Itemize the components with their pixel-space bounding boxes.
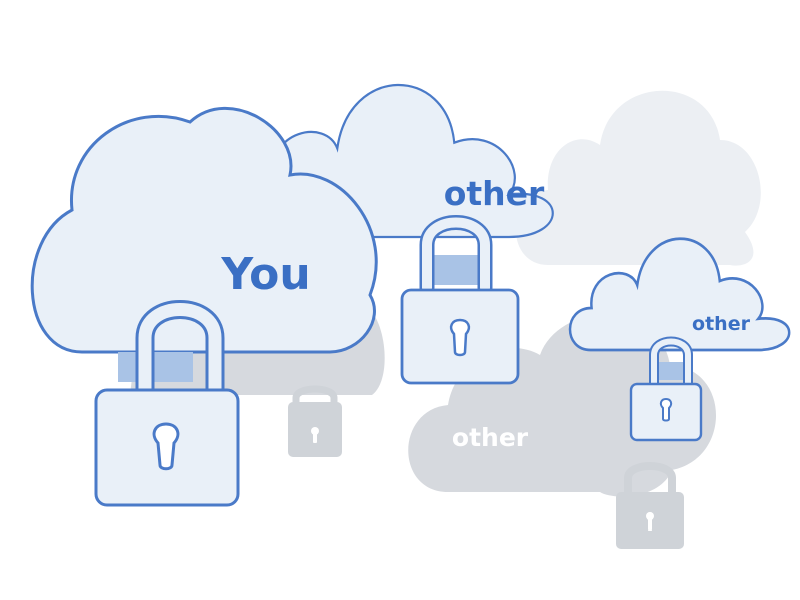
right-cloud-group: other — [568, 237, 791, 442]
center-cloud-label: other — [444, 174, 545, 213]
right-padlock-icon — [629, 336, 703, 442]
you-cloud-icon — [30, 106, 378, 354]
faint-cloud — [515, 90, 761, 266]
you-keyhole-icon — [152, 422, 180, 471]
gray-cloud-label: other — [452, 423, 529, 452]
center-keyhole-icon — [449, 318, 471, 357]
you-padlock-icon — [94, 300, 240, 507]
gray-padlock-icon — [616, 462, 684, 549]
you-cloud-label: You — [220, 249, 310, 300]
small-gray-padlock-icon — [288, 385, 342, 457]
right-keyhole-icon — [659, 397, 673, 422]
center-padlock-icon — [400, 215, 520, 385]
right-cloud-label: other — [692, 313, 751, 335]
center-cloud-group: other — [240, 83, 554, 385]
you-cloud-group: You — [30, 106, 378, 507]
